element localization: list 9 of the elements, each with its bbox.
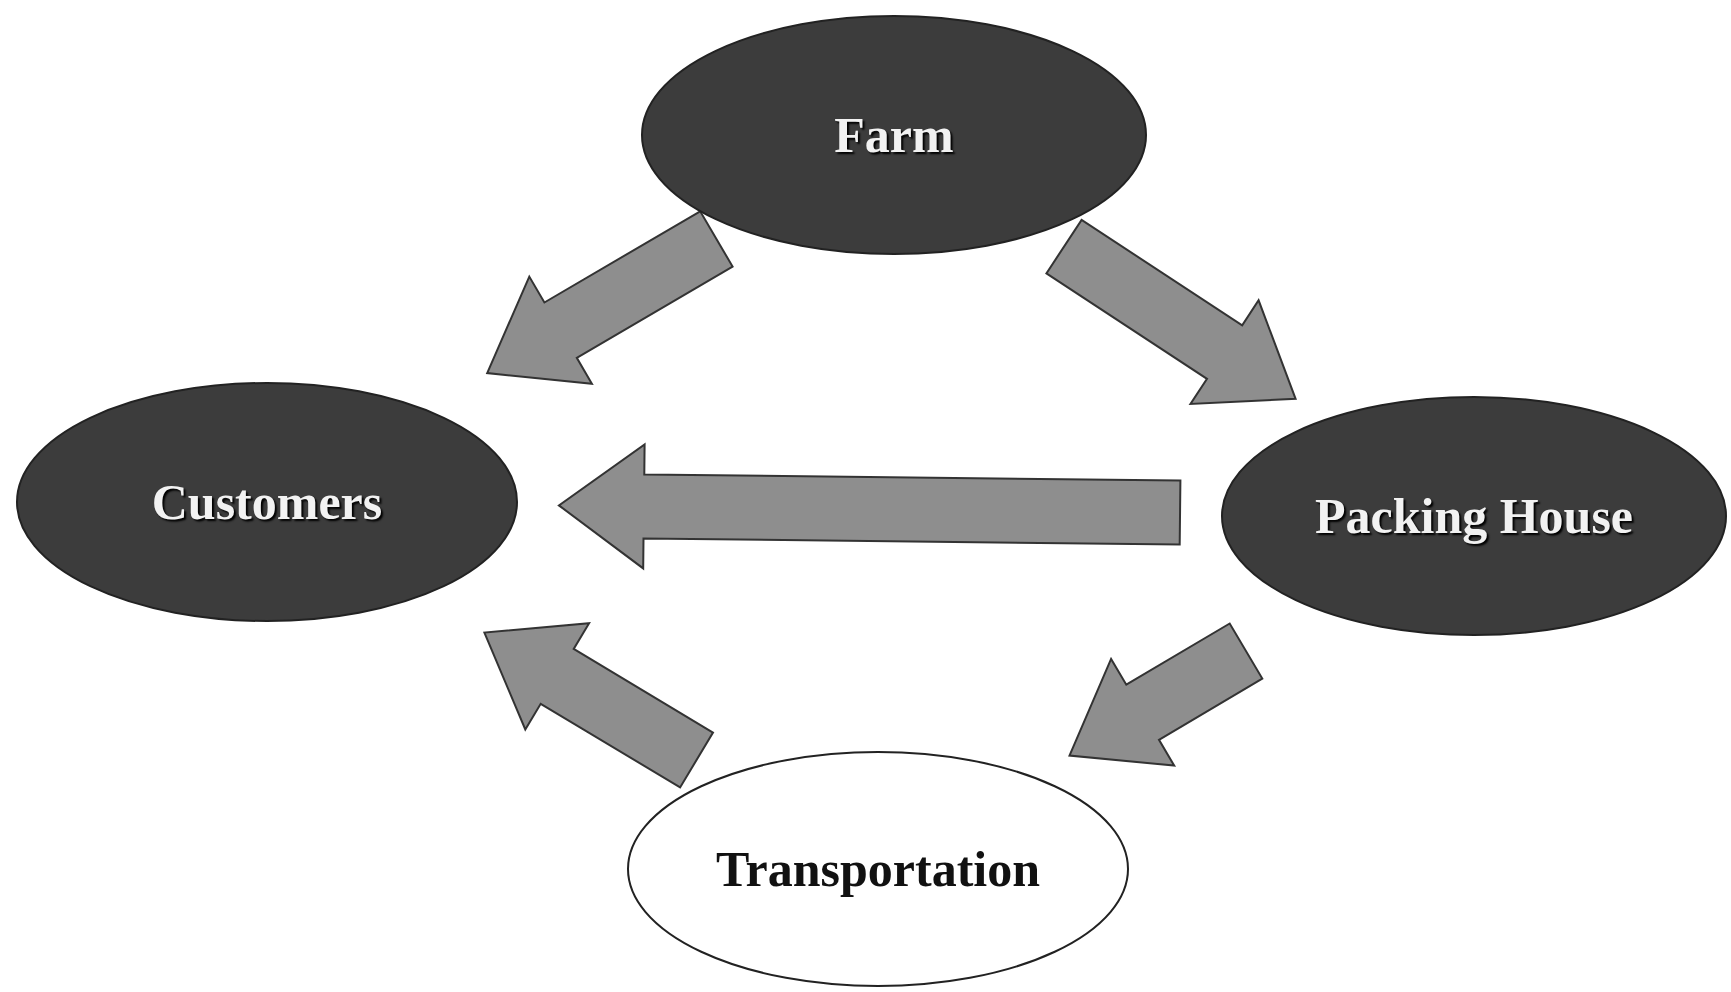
node-label: Customers (151, 473, 383, 531)
block-arrow (482, 622, 715, 789)
node-label: Transportation (715, 840, 1041, 898)
block-arrow (557, 442, 1182, 571)
block-arrow (1068, 622, 1264, 767)
node-label: Packing House (1314, 487, 1634, 545)
node-label: Farm (834, 106, 954, 164)
block-arrow (485, 209, 734, 385)
block-arrow (1045, 218, 1297, 406)
